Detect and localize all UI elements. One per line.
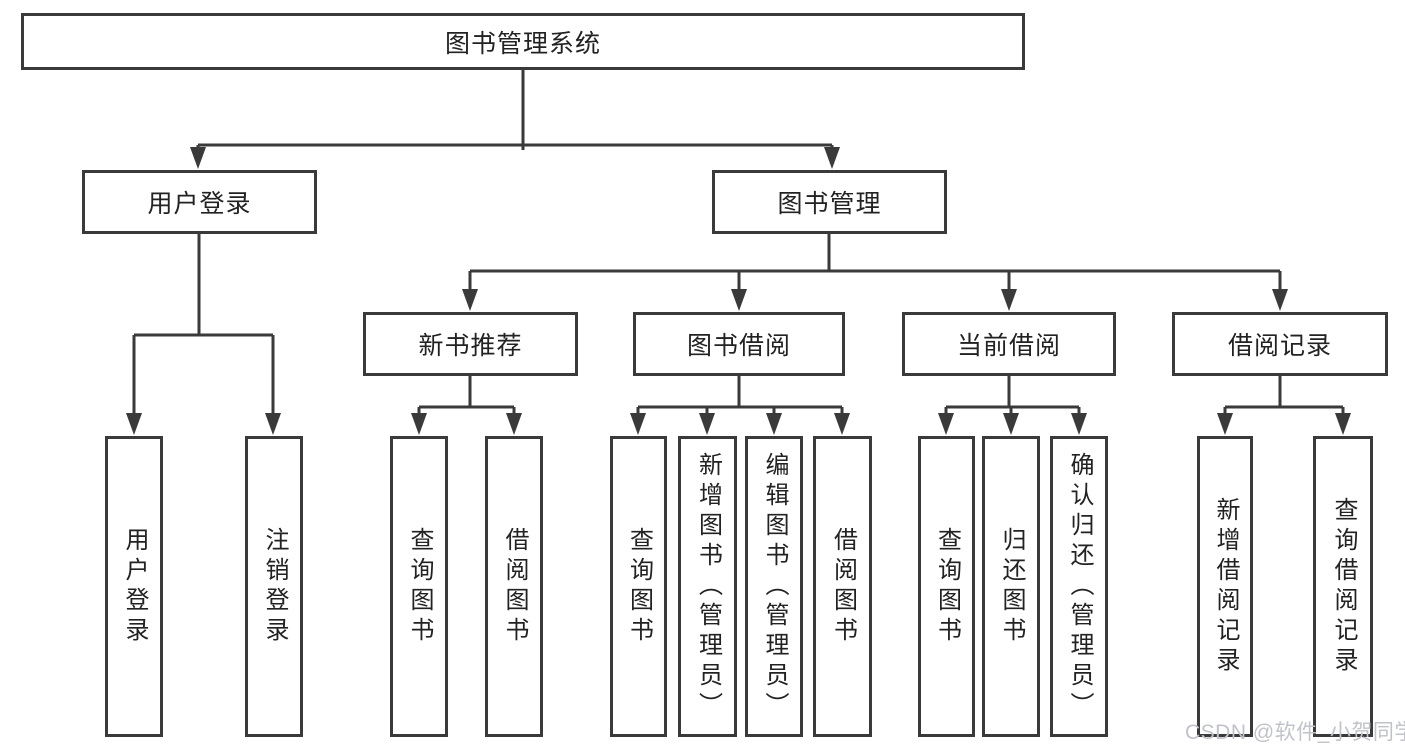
leaf-return-books: 归还图书 <box>982 436 1040 737</box>
arrow-down-icon <box>699 413 715 435</box>
leaf-logout-login: 注销登录 <box>245 436 303 737</box>
node-label: 借阅记录 <box>1227 332 1332 360</box>
leaf-user-login: 用户登录 <box>105 436 163 737</box>
arrow-down-icon <box>1272 289 1288 311</box>
arrow-down-icon <box>1335 413 1351 435</box>
arrow-down-icon <box>731 289 747 311</box>
node-current-borrowing: 当前借阅 <box>902 312 1116 376</box>
connector-arrowheads <box>126 147 1351 435</box>
leaf-add-borrow-record: 新增借阅记录 <box>1197 436 1253 737</box>
leaf-query-books-borrowing: 查询图书 <box>610 436 667 737</box>
leaf-borrow-books-borrowing: 借阅图书 <box>813 436 872 737</box>
arrow-down-icon <box>1071 413 1087 435</box>
arrow-down-icon <box>766 413 782 435</box>
node-label: 查询图书 <box>933 526 961 647</box>
node-new-book-recommendation: 新书推荐 <box>363 312 578 376</box>
arrow-down-icon <box>824 147 840 169</box>
node-label: 归还图书 <box>998 526 1025 647</box>
leaf-query-borrow-record: 查询借阅记录 <box>1313 436 1373 737</box>
node-book-borrowing: 图书借阅 <box>633 312 845 376</box>
node-label: 借阅图书 <box>829 526 857 647</box>
node-label: 新增图书（管理员） <box>694 451 722 722</box>
node-label: 图书借阅 <box>686 332 791 360</box>
node-label: 编辑图书（管理员） <box>761 451 788 722</box>
node-book-management: 图书管理 <box>712 170 947 234</box>
arrow-down-icon <box>126 413 142 435</box>
node-label: 查询图书 <box>406 526 433 647</box>
node-borrowing-records: 借阅记录 <box>1172 312 1388 376</box>
leaf-edit-books-admin: 编辑图书（管理员） <box>745 436 803 737</box>
node-label: 用户登录 <box>121 526 148 647</box>
node-label: 图书管理系统 <box>444 29 601 58</box>
node-label: 查询图书 <box>625 526 653 647</box>
node-label: 新书推荐 <box>418 332 523 360</box>
leaf-borrow-books-recommend: 借阅图书 <box>485 436 543 737</box>
arrow-down-icon <box>938 413 954 435</box>
arrow-down-icon <box>411 413 427 435</box>
node-library-management-system: 图书管理系统 <box>21 13 1025 70</box>
node-label: 图书管理 <box>777 190 882 218</box>
arrow-down-icon <box>1003 413 1019 435</box>
arrow-down-icon <box>630 413 646 435</box>
node-label: 注销登录 <box>261 526 288 647</box>
arrow-down-icon <box>1217 413 1233 435</box>
leaf-add-books-admin: 新增图书（管理员） <box>678 436 737 737</box>
node-label: 查询借阅记录 <box>1330 496 1357 677</box>
node-label: 当前借阅 <box>956 332 1061 360</box>
arrow-down-icon <box>190 147 206 169</box>
arrow-down-icon <box>506 413 522 435</box>
node-label: 用户登录 <box>147 190 252 218</box>
node-label: 借阅图书 <box>501 526 528 647</box>
node-user-login: 用户登录 <box>82 170 317 234</box>
arrow-down-icon <box>462 289 478 311</box>
leaf-confirm-return-admin: 确认归还（管理员） <box>1050 436 1108 737</box>
leaf-query-books-current: 查询图书 <box>918 436 975 737</box>
node-label: 确认归还（管理员） <box>1066 451 1093 722</box>
leaf-query-books-recommend: 查询图书 <box>390 436 448 737</box>
node-label: 新增借阅记录 <box>1212 496 1239 677</box>
arrow-down-icon <box>265 413 281 435</box>
watermark-text: CSDN @软件_小贺同学 <box>1185 721 1405 744</box>
arrow-down-icon <box>834 413 850 435</box>
arrow-down-icon <box>1001 289 1017 311</box>
